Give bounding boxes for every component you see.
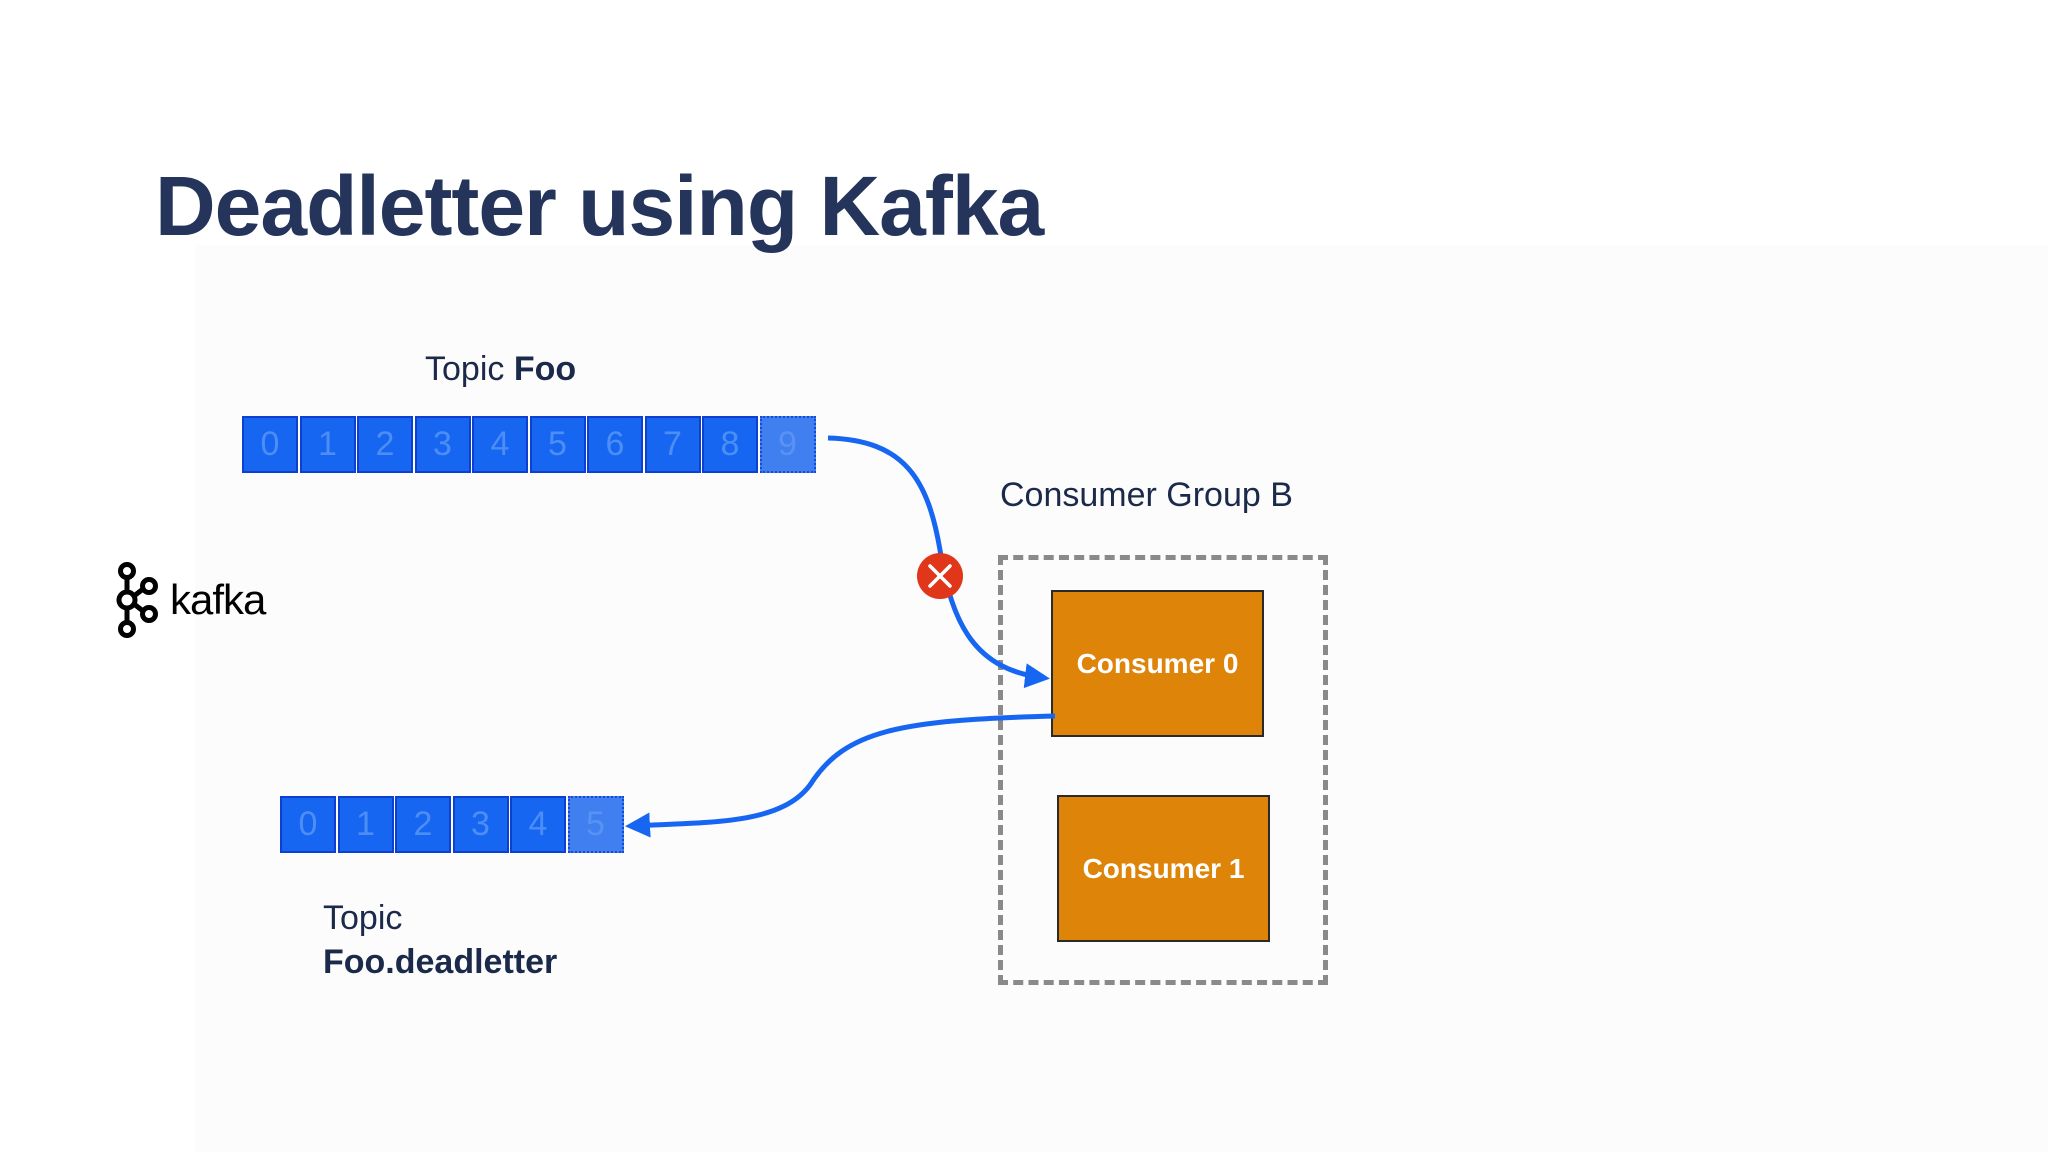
topic-foo-label-name: Foo: [513, 350, 577, 388]
kafka-logo: kafka: [110, 562, 266, 638]
offset-cell: 1: [299, 416, 356, 473]
offset-cell: 3: [414, 416, 471, 473]
consumer-group-box: [998, 555, 1328, 985]
offset-cell: 9: [759, 416, 816, 473]
topic-deadletter-label-prefix: Topic: [323, 899, 403, 937]
offset-cell: 5: [529, 416, 586, 473]
consume-arrow: [827, 435, 1050, 689]
error-icon: [917, 553, 963, 599]
page-title: Deadletter using Kafka: [155, 159, 1044, 253]
offset-cell: 5: [567, 796, 624, 853]
consumer-group-label: Consumer Group B: [1000, 476, 1293, 514]
topic-deadletter-label: Topic Foo.deadletter: [323, 896, 557, 984]
offset-cell: 4: [472, 416, 528, 473]
offset-cell: 3: [452, 796, 509, 853]
consumer-1-box: Consumer 1: [1057, 795, 1270, 942]
offset-cell: 2: [357, 416, 413, 473]
offset-cell: 7: [644, 416, 701, 473]
offset-cell: 0: [280, 796, 336, 853]
offset-cell: 0: [242, 416, 298, 473]
offset-cell: 2: [395, 796, 451, 853]
offset-cell: 8: [702, 416, 758, 473]
topic-foo-label-prefix: Topic: [425, 350, 514, 388]
deadletter-arrow: [625, 713, 1056, 838]
offset-cell: 4: [510, 796, 566, 853]
consumer-0-box: Consumer 0: [1051, 590, 1264, 737]
topic-foo-label: Topic Foo: [425, 350, 576, 389]
offset-cell: 1: [337, 796, 394, 853]
offset-cell: 6: [587, 416, 643, 473]
kafka-logo-text: kafka: [170, 576, 266, 623]
topic-deadletter-label-name: Foo.deadletter: [323, 943, 558, 981]
kafka-logo-icon: [116, 562, 158, 638]
